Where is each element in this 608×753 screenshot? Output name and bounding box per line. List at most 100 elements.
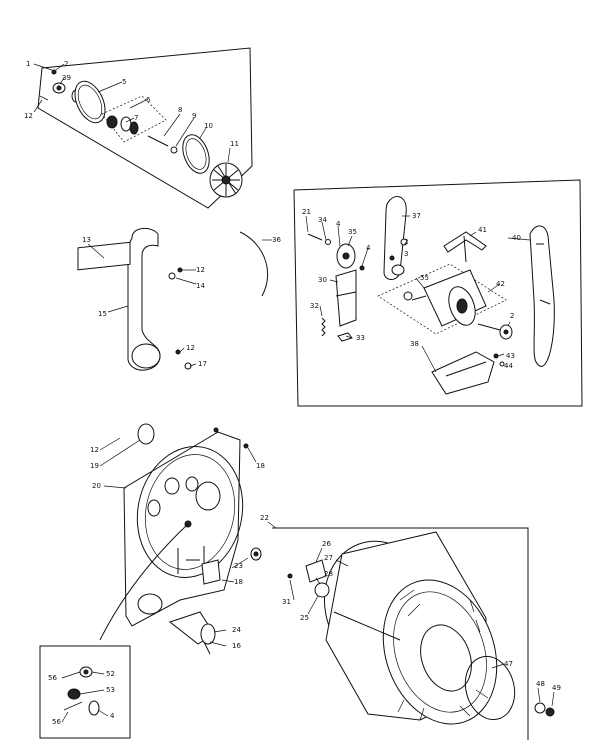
callout-6: 6 (146, 96, 151, 104)
part-20-hole-a (164, 477, 180, 495)
part-7-washer (120, 116, 132, 132)
part-20-hole-c (147, 499, 161, 517)
part-4-washer (88, 700, 100, 716)
motor-assembly-frame (293, 179, 583, 407)
part-40-belt-loop (529, 225, 555, 367)
part-48-bearing (534, 702, 546, 714)
part-12-screw-b (177, 267, 183, 273)
part-18-bracket (201, 559, 221, 585)
motor-leaders (305, 215, 531, 373)
part-14-clip (168, 272, 176, 280)
part-35-hub (342, 252, 350, 260)
part-43-screw (493, 353, 499, 359)
part-55-shaft-left (411, 295, 427, 301)
part-36-arc (239, 231, 269, 297)
callout-2-c: 2 (510, 312, 514, 320)
motor-assembly-group: 21 34 4 35 37 2 3 4 30 41 40 55 42 32 33… (293, 179, 583, 407)
callout-49: 49 (552, 684, 561, 692)
callout-36: 36 (272, 236, 281, 244)
blower-leaders (33, 63, 231, 163)
part-15-duct-outlet (131, 343, 161, 369)
callout-9: 9 (192, 112, 196, 120)
callout-7: 7 (134, 114, 138, 122)
inset-group: 56 52 53 56 4 (39, 645, 131, 739)
part-30-idler-bracket (335, 269, 357, 327)
part-18-screw (243, 443, 249, 449)
part-55-shaft-right (477, 323, 501, 331)
callout-12-blower: 12 (24, 112, 33, 120)
callout-25: 25 (300, 614, 309, 622)
callout-22: 22 (260, 514, 269, 522)
duct-leaders (87, 243, 197, 367)
callout-8: 8 (178, 106, 182, 114)
part-34-washer (325, 239, 331, 245)
part-31-screw (287, 573, 293, 579)
part-10-inner (185, 138, 207, 170)
part-12-screw-c (175, 349, 181, 355)
rear-bulkhead-group: 12 19 18 20 23 18 24 16 (90, 423, 265, 655)
callout-16: 16 (232, 642, 241, 650)
callout-12-bulkhead: 12 (90, 446, 99, 454)
callout-37: 37 (412, 212, 421, 220)
part-23-center (253, 551, 259, 557)
part-3-pulley (391, 264, 405, 276)
callout-47: 47 (504, 660, 513, 668)
callout-1: 1 (26, 60, 30, 68)
callout-31: 31 (282, 598, 291, 606)
part-9-clip (170, 146, 178, 154)
callout-28: 28 (324, 570, 333, 578)
part-27-drum-opening (420, 624, 472, 692)
callout-4-b: 4 (366, 244, 371, 252)
callout-20: 20 (92, 482, 101, 490)
part-24-thermostat-cap (200, 623, 216, 645)
part-37-belt (383, 196, 407, 280)
callout-56-b: 56 (52, 718, 61, 726)
callout-11: 11 (230, 140, 239, 148)
part-27-drum-front-inner (393, 591, 487, 713)
callout-2: 2 (64, 60, 68, 68)
callout-10: 10 (204, 122, 213, 130)
callout-13: 13 (82, 236, 91, 244)
callout-18-a: 18 (256, 462, 265, 470)
part-41-leg (463, 235, 467, 263)
callout-5: 5 (122, 78, 126, 86)
callout-55: 55 (420, 274, 429, 282)
callout-12-duct-a: 12 (196, 266, 205, 274)
part-20-hole-b (185, 476, 199, 492)
part-12-screw-a (39, 95, 49, 101)
part-20-hole-bottom (137, 593, 163, 615)
part-42-group-box (377, 263, 507, 335)
part-15-duct (127, 228, 161, 371)
callout-21: 21 (302, 208, 311, 216)
part-49-washer (545, 707, 555, 717)
callout-14: 14 (196, 282, 205, 290)
callout-52: 52 (106, 670, 115, 678)
drum-frame (272, 527, 529, 740)
callout-17: 17 (198, 360, 207, 368)
part-44-washer (499, 361, 505, 367)
callout-24: 24 (232, 626, 241, 634)
callout-33: 33 (356, 334, 365, 342)
part-39-center (56, 85, 62, 91)
callout-12-duct-b: 12 (186, 344, 195, 352)
part-3-pin (389, 255, 395, 261)
part-21-bolt (307, 233, 323, 241)
part-19-plug (137, 423, 155, 445)
part-56-pin (63, 701, 83, 711)
callout-30: 30 (318, 276, 327, 284)
callout-34: 34 (318, 216, 327, 224)
callout-26: 26 (322, 540, 331, 548)
callout-35: 35 (348, 228, 357, 236)
callout-39: 39 (62, 74, 71, 82)
callout-44: 44 (504, 362, 513, 370)
callout-43: 43 (506, 352, 515, 360)
part-26-bracket (305, 559, 327, 583)
part-2-clip-b (400, 238, 408, 246)
callout-4-c: 4 (110, 712, 115, 720)
callout-32: 32 (310, 302, 319, 310)
part-38-motor-mount (431, 351, 495, 395)
callout-38: 38 (410, 340, 419, 348)
callout-40: 40 (512, 234, 521, 242)
callout-15: 15 (98, 310, 107, 318)
callout-2-b: 2 (404, 238, 408, 246)
